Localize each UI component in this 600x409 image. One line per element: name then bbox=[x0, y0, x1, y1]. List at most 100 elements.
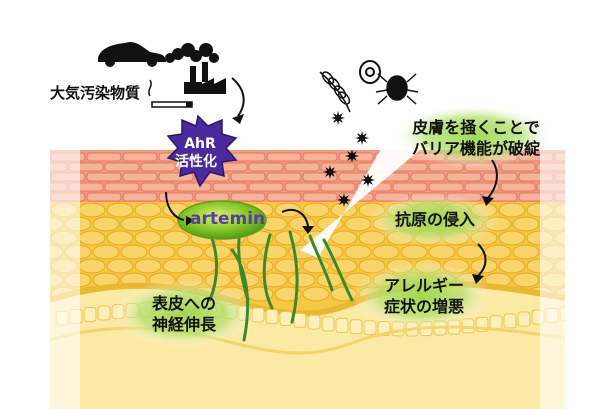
pollen-icon bbox=[359, 60, 381, 84]
keratinocyte bbox=[190, 258, 218, 274]
keratinocyte bbox=[302, 202, 330, 218]
corneocyte bbox=[284, 182, 320, 192]
skin-layers bbox=[50, 150, 565, 409]
keratinocyte bbox=[344, 244, 372, 260]
corneocyte bbox=[248, 182, 284, 192]
keratinocyte bbox=[134, 258, 162, 274]
corneocyte bbox=[500, 182, 536, 192]
basal-cell bbox=[321, 316, 335, 332]
basal-cell bbox=[293, 312, 307, 328]
ahr-label-line2: 活性化 bbox=[175, 153, 217, 170]
keratinocyte bbox=[260, 272, 288, 288]
car-icon bbox=[98, 42, 166, 67]
keratinocyte bbox=[120, 244, 148, 260]
corneocyte bbox=[104, 182, 140, 192]
keratinocyte bbox=[162, 258, 190, 274]
corneocyte bbox=[212, 182, 248, 192]
nerve-label: 表皮への 神経伸長 bbox=[144, 294, 224, 336]
corneocyte bbox=[338, 152, 374, 162]
dust-mite-icon bbox=[375, 73, 419, 105]
ahr-label-line1: AhR bbox=[184, 136, 216, 152]
artemin-label: artemin bbox=[190, 209, 266, 229]
nerve-label-line1: 表皮への bbox=[151, 294, 216, 313]
arrowheads bbox=[186, 114, 494, 284]
antigen-particle-icon bbox=[355, 131, 369, 145]
corneocyte bbox=[230, 172, 266, 182]
keratinocyte bbox=[78, 258, 106, 274]
corneocyte bbox=[410, 172, 446, 182]
antigen-particle-icon bbox=[345, 149, 359, 163]
basal-cell bbox=[489, 315, 503, 331]
corneocyte bbox=[248, 162, 284, 172]
keratinocyte bbox=[92, 216, 120, 232]
corneocyte bbox=[320, 162, 356, 172]
corneocyte bbox=[320, 182, 356, 192]
keratinocyte bbox=[106, 202, 134, 218]
corneocyte bbox=[122, 192, 158, 202]
allergy-label: アレルギー 症状の増悪 bbox=[376, 276, 472, 318]
keratinocyte bbox=[134, 202, 162, 218]
keratinocyte bbox=[246, 258, 274, 274]
corneocyte bbox=[176, 182, 212, 192]
keratinocyte bbox=[456, 244, 484, 260]
keratinocyte bbox=[246, 230, 274, 246]
corneocyte bbox=[428, 182, 464, 192]
factory-icon bbox=[184, 43, 226, 94]
scratch-label: 皮膚を掻くことで バリア機能が破綻 bbox=[404, 118, 548, 160]
keratinocyte bbox=[204, 244, 232, 260]
corneocyte bbox=[122, 152, 158, 162]
keratinocyte bbox=[498, 230, 526, 246]
nerve-label-line2: 神経伸長 bbox=[151, 314, 216, 334]
corneocyte bbox=[86, 192, 122, 202]
corneocyte bbox=[86, 152, 122, 162]
corneocyte bbox=[302, 192, 338, 202]
corneocyte bbox=[158, 192, 194, 202]
basal-cell bbox=[279, 310, 293, 326]
corneocyte bbox=[284, 162, 320, 172]
keratinocyte bbox=[148, 216, 176, 232]
antigen-particle-icon bbox=[361, 173, 375, 187]
scratch-label-line2: バリア機能が破綻 bbox=[411, 138, 540, 158]
allergy-label-line1: アレルギー bbox=[383, 276, 464, 295]
ahr-label: AhR 活性化 bbox=[175, 136, 220, 171]
keratinocyte bbox=[498, 258, 526, 274]
keratinocyte bbox=[274, 230, 302, 246]
keratinocyte bbox=[302, 286, 330, 302]
glow-allergy bbox=[352, 262, 492, 330]
corneocyte bbox=[104, 162, 140, 172]
keratinocyte bbox=[344, 216, 372, 232]
corneocyte bbox=[482, 172, 518, 182]
artemin-oval bbox=[177, 200, 267, 240]
glow-scratch bbox=[394, 104, 554, 168]
keratinocyte bbox=[372, 244, 400, 260]
keratinocyte bbox=[148, 244, 176, 260]
keratinocyte bbox=[274, 286, 302, 302]
basal-cell bbox=[517, 311, 531, 327]
keratinocyte bbox=[498, 202, 526, 218]
basal-cell bbox=[97, 305, 111, 321]
keratinocyte bbox=[484, 244, 512, 260]
scratch-label-line1: 皮膚を掻くことで bbox=[412, 118, 540, 137]
corneocyte bbox=[140, 182, 176, 192]
keratinocyte bbox=[512, 216, 540, 232]
pollutants-label: 大気汚染物質 bbox=[50, 84, 141, 102]
keratinocyte bbox=[400, 244, 428, 260]
basal-cell bbox=[349, 319, 363, 335]
corneocyte bbox=[464, 182, 500, 192]
keratinocyte bbox=[120, 216, 148, 232]
keratinocyte bbox=[274, 258, 302, 274]
wheat-icon bbox=[319, 71, 351, 113]
corneocyte bbox=[392, 182, 428, 192]
keratinocyte bbox=[162, 230, 190, 246]
cigarette-icon bbox=[148, 79, 193, 108]
keratinocyte bbox=[512, 272, 540, 288]
basal-cell bbox=[265, 309, 279, 325]
corneocyte bbox=[500, 162, 536, 172]
keratinocyte bbox=[512, 244, 540, 260]
flow-arrows bbox=[165, 77, 498, 277]
corneocyte bbox=[86, 172, 122, 182]
keratinocyte bbox=[134, 230, 162, 246]
keratinocyte bbox=[78, 202, 106, 218]
keratinocyte bbox=[330, 230, 358, 246]
